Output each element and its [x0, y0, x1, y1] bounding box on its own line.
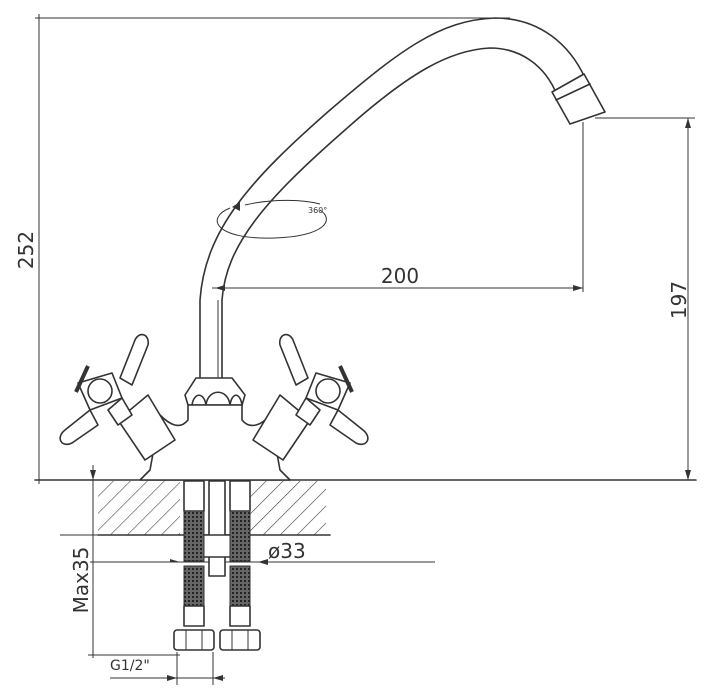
- rotation-label: 360°: [308, 206, 327, 215]
- spout-aerator: [551, 73, 606, 125]
- right-supply-hose: [219, 480, 261, 651]
- mounting-stud: [202, 480, 232, 577]
- dimension-spout-reach: 200: [381, 264, 419, 288]
- dimension-total-height: 252: [14, 231, 38, 269]
- dimension-hole-diameter: ø33: [268, 539, 306, 563]
- dimension-max-thickness: Max35: [69, 547, 93, 614]
- left-supply-hose: [173, 480, 215, 651]
- spout-nut: [184, 377, 246, 406]
- right-handle-hot[interactable]: [252, 333, 369, 461]
- dimension-lines: [34, 14, 697, 685]
- dimension-spout-height: 197: [667, 281, 691, 319]
- dimension-connection-thread: G1/2": [110, 658, 150, 674]
- rotation-symbol: 360°: [216, 199, 327, 239]
- spout: [199, 17, 606, 379]
- left-handle-cold[interactable]: [59, 333, 176, 461]
